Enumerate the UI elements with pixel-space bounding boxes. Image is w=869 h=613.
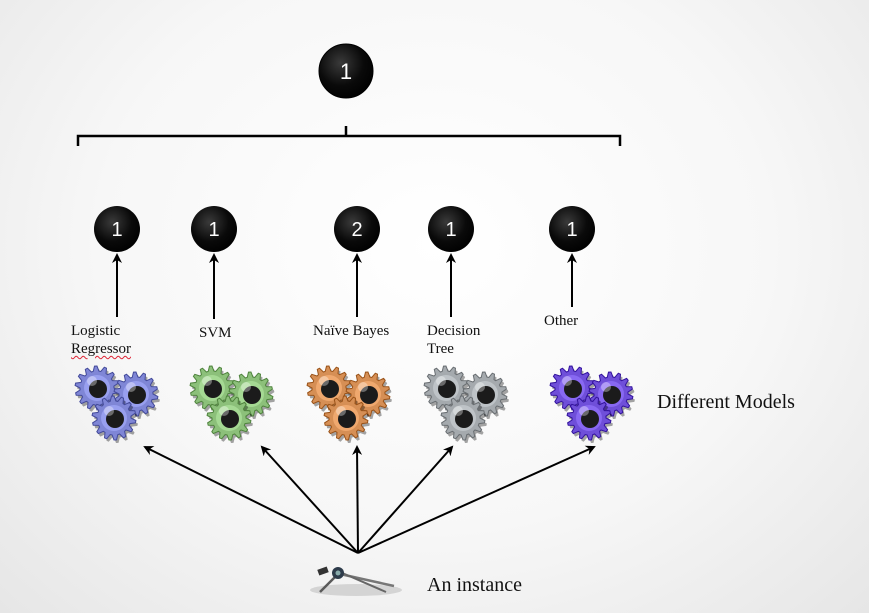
instance-arrow-logistic <box>143 446 359 554</box>
model-name-line: Other <box>544 313 579 329</box>
model-svm: 1 <box>189 206 275 443</box>
model-name-line: Regressor <box>71 341 131 357</box>
aggregation-bracket <box>76 126 622 146</box>
model-name-naive-bayes: Naïve Bayes <box>313 322 389 340</box>
final-vote-node: 1 <box>318 43 374 99</box>
model-name-line: Tree <box>427 341 454 357</box>
final-vote-value: 1 <box>340 59 352 84</box>
model-name-other: Other <box>544 312 578 330</box>
different-models-label: Different Models <box>657 391 795 413</box>
model-name-line: Logistic <box>71 323 121 339</box>
vote-value-svm: 1 <box>208 219 219 241</box>
gears-icon <box>74 365 121 413</box>
model-name-line: SVM <box>199 325 232 341</box>
instance-label: An instance <box>427 574 522 596</box>
model-naive-bayes: 2 <box>306 206 392 443</box>
gears-icon <box>189 365 236 413</box>
instance-arrow-other <box>357 445 596 554</box>
model-other: 1 <box>549 206 635 443</box>
gears-icon <box>206 395 253 443</box>
model-name-line: Naïve Bayes <box>313 323 390 339</box>
vote-node-svm <box>191 206 237 252</box>
vote-value-decision-tree: 1 <box>445 219 456 241</box>
instance-arrow-naive-bayes <box>352 445 363 554</box>
gears-icon <box>440 395 487 443</box>
gears-icon <box>306 365 353 413</box>
model-logistic: 1 <box>74 206 160 443</box>
instance-arrows <box>143 445 596 554</box>
vote-node-decision-tree <box>428 206 474 252</box>
model-name-svm: SVM <box>199 324 232 342</box>
vote-value-naive-bayes: 2 <box>351 219 362 241</box>
model-decision-tree: 1 <box>423 206 509 443</box>
vote-node-other <box>549 206 595 252</box>
compass-icon <box>310 566 402 596</box>
vote-value-other: 1 <box>566 219 577 241</box>
instance-arrow-decision-tree <box>357 445 454 554</box>
vote-node-logistic <box>94 206 140 252</box>
model-name-line: Decision <box>427 323 481 339</box>
vote-value-logistic: 1 <box>111 219 122 241</box>
instance-arrow-svm <box>260 445 359 554</box>
gears-icon <box>566 395 613 443</box>
vote-node-naive-bayes <box>334 206 380 252</box>
gears-icon <box>91 395 138 443</box>
gears-icon <box>323 395 370 443</box>
